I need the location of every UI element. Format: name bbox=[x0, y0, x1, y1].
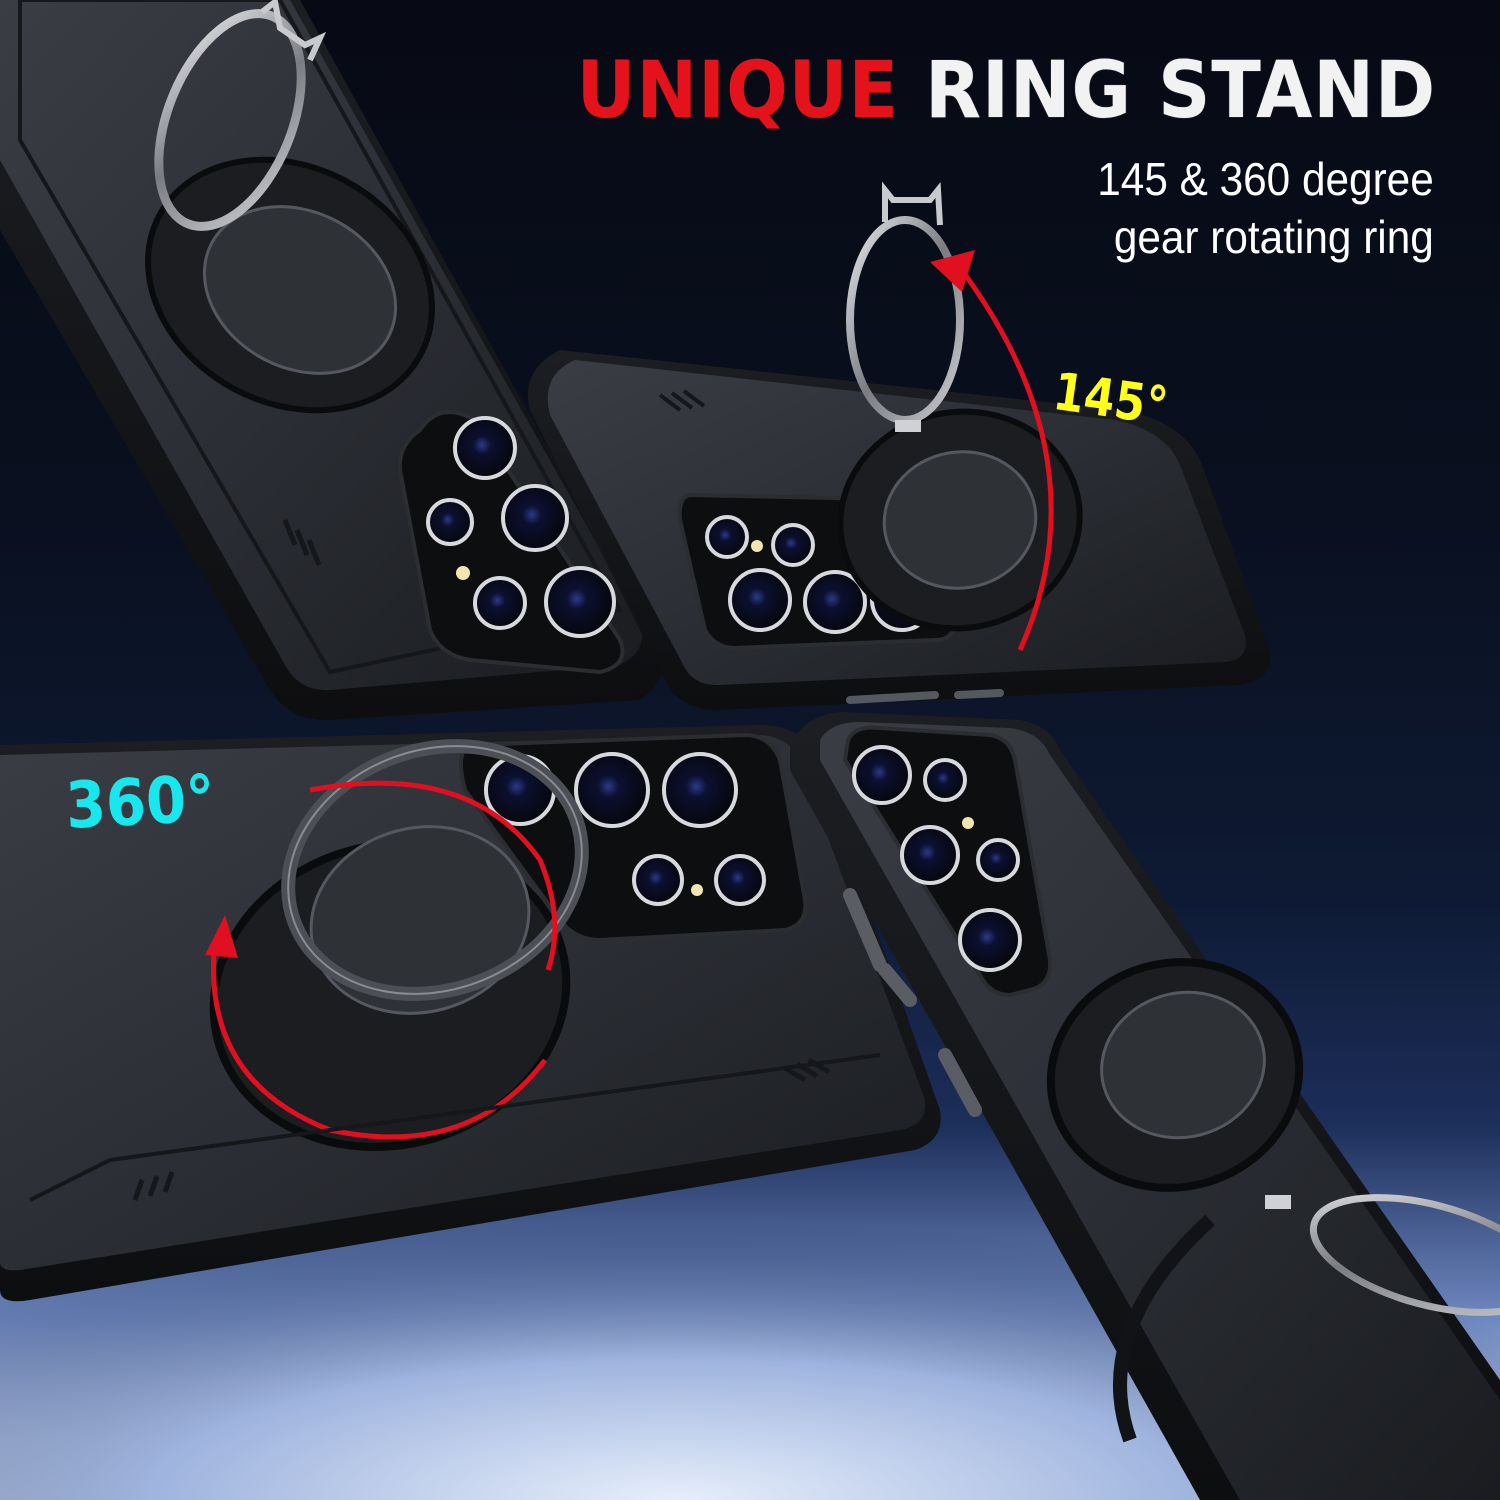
rotate-arrowhead bbox=[205, 915, 238, 958]
headline: UNIQUE RING STAND bbox=[577, 52, 1436, 130]
case-top-left bbox=[0, 0, 663, 721]
headline-main-words: RING STAND bbox=[925, 46, 1436, 136]
headline-accent-word: UNIQUE bbox=[576, 46, 899, 136]
flip-arrow bbox=[956, 263, 1054, 652]
case-top-right bbox=[528, 181, 1271, 711]
angle-360-label: 360° bbox=[64, 762, 217, 844]
case-bottom-left bbox=[0, 725, 941, 1302]
case-bottom-right bbox=[790, 712, 1500, 1500]
subheadline: 145 & 360 degree gear rotating ring bbox=[1097, 150, 1434, 266]
flip-arrowhead bbox=[930, 250, 975, 292]
subheadline-line-2: gear rotating ring bbox=[1114, 211, 1434, 263]
subheadline-line-1: 145 & 360 degree bbox=[1097, 153, 1434, 205]
